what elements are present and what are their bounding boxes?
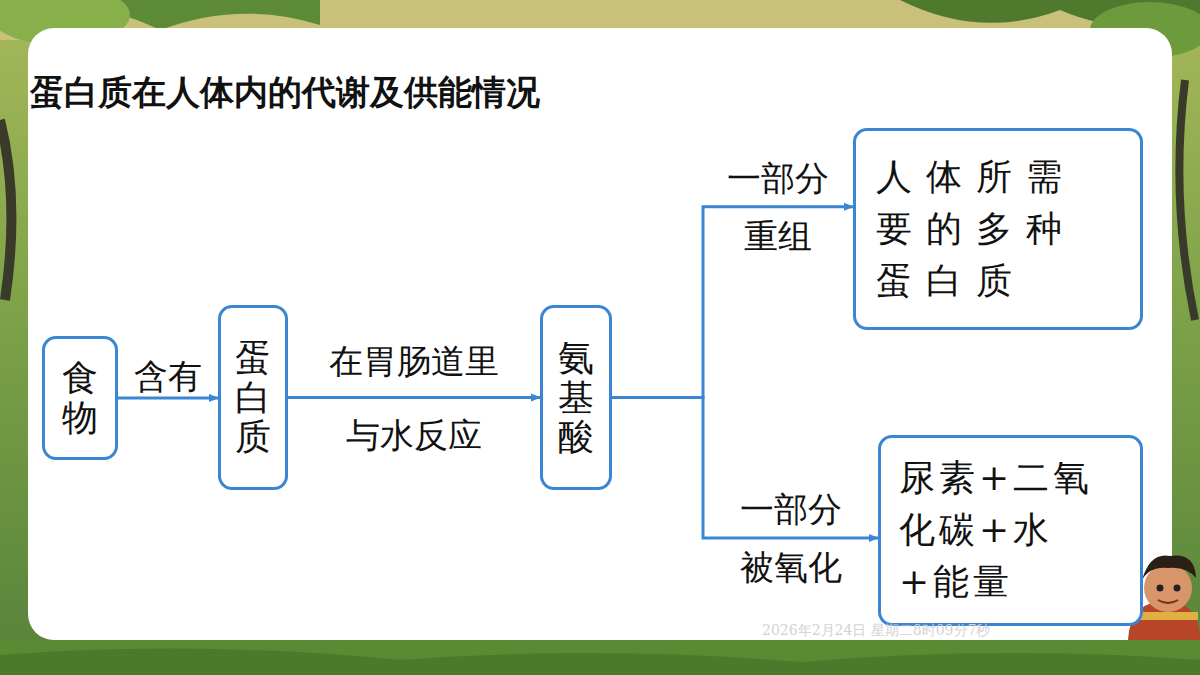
process-box: 氨基酸 [540,305,612,490]
diagram-title: 蛋白质在人体内的代谢及供能情况 [30,70,540,116]
process-box: 食物 [42,336,118,460]
edge-label: 含有 [134,354,202,398]
box-text: 人体所需要的多种蛋白质 [876,151,1120,308]
edge-label: 在胃肠道里 与水反应 [329,324,499,472]
watermark-timestamp: 2026年2月24日 星期二8时09分7秒 [762,622,990,640]
process-box: 人体所需要的多种蛋白质 [853,128,1143,330]
connector-arrow [118,397,218,400]
box-text: 食物 [62,358,98,437]
edge-label: 一部分 被氧化 [723,480,859,596]
process-box: 蛋白质 [218,305,288,490]
edge-label: 一部分 重组 [727,149,829,265]
box-text: 氨基酸 [558,338,594,457]
process-box: 尿素+二氧化碳+水+能量 [878,435,1143,626]
connector-arrow [612,207,853,398]
box-text: 蛋白质 [235,338,271,457]
box-text: 尿素+二氧化碳+水+能量 [899,452,1122,609]
connector-arrow [288,396,540,399]
